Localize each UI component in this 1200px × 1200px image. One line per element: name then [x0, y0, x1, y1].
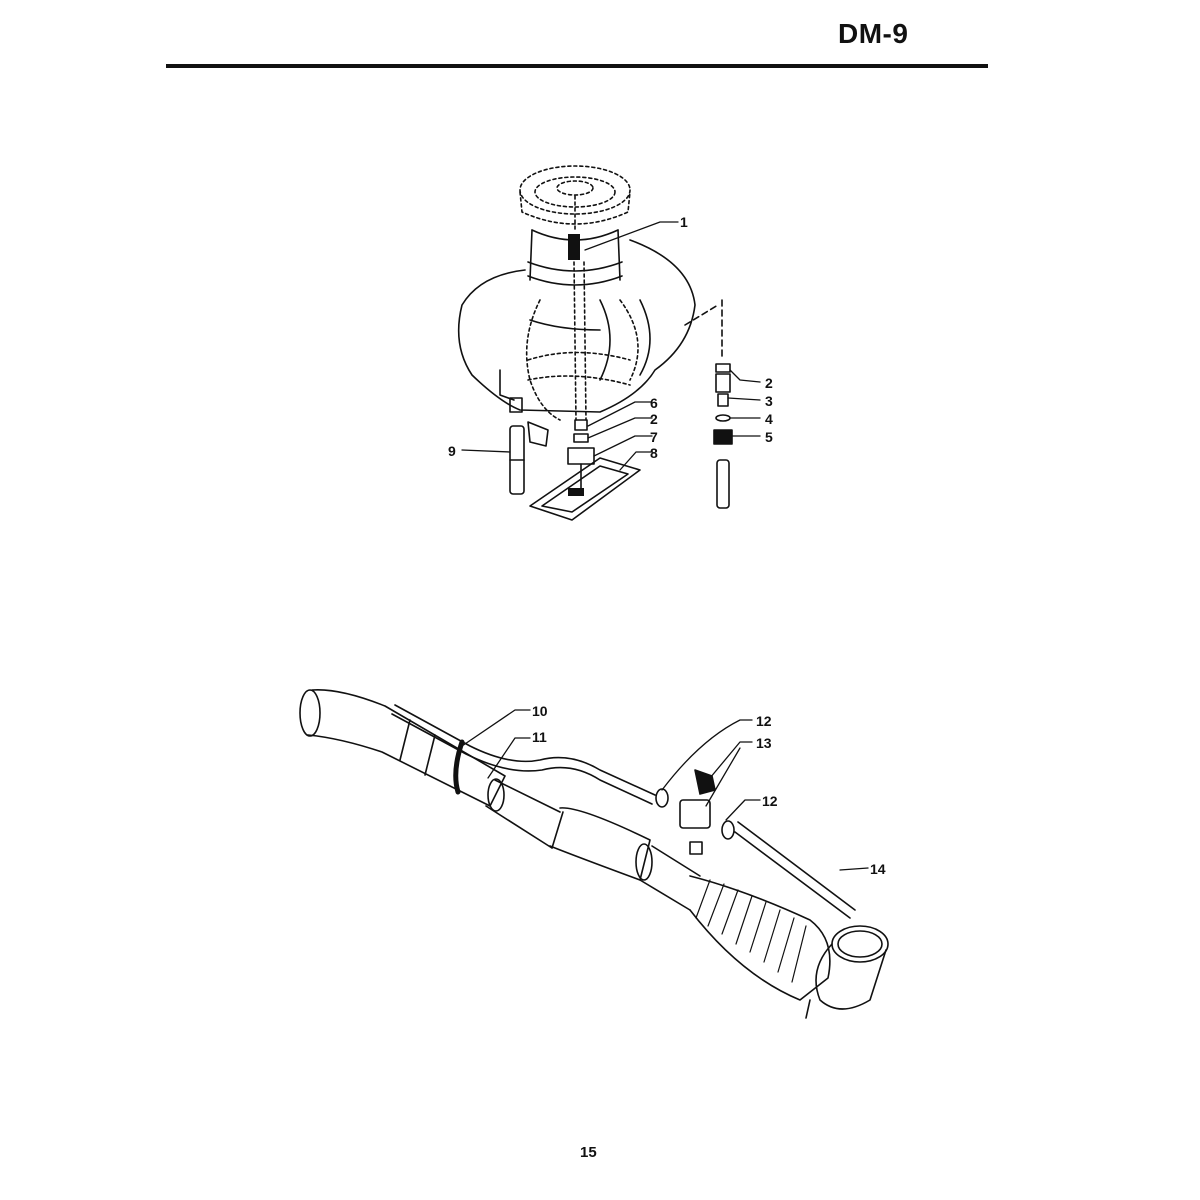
callout-13: 13 [756, 735, 772, 751]
blower-callouts: 10 11 12 13 12 14 [532, 703, 886, 877]
callout-2: 2 [765, 375, 773, 391]
callout-10: 10 [532, 703, 548, 719]
callout-14: 14 [870, 861, 886, 877]
callout-7: 7 [650, 429, 658, 445]
callout-12: 12 [756, 713, 772, 729]
callout-2b: 2 [650, 411, 658, 427]
callout-4: 4 [765, 411, 773, 427]
tank-callouts: 1 2 3 4 5 6 2 7 8 9 [448, 214, 773, 461]
tank-illustration [457, 165, 733, 521]
tank-leader-lines [461, 221, 761, 471]
callout-3: 3 [765, 393, 773, 409]
callout-9: 9 [448, 443, 456, 459]
blower-leader-lines [461, 709, 869, 871]
callout-5: 5 [765, 429, 773, 445]
callout-6: 6 [650, 395, 658, 411]
callout-11: 11 [532, 729, 547, 745]
callout-1: 1 [680, 214, 688, 230]
page-number: 15 [580, 1144, 597, 1161]
model-title: DM-9 [838, 18, 909, 49]
callout-8: 8 [650, 445, 658, 461]
blower-pipe-illustration [299, 689, 889, 1019]
header-rule [166, 64, 988, 68]
callout-12b: 12 [762, 793, 778, 809]
